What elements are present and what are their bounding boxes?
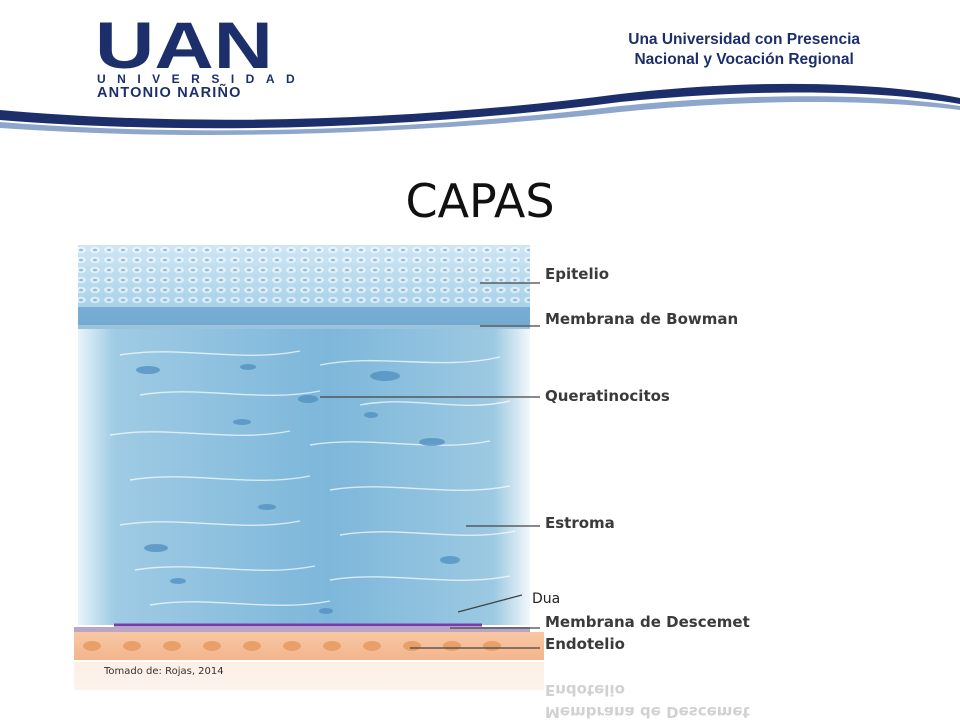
epithelium-cells xyxy=(78,245,530,303)
label-epitelio: Epitelio xyxy=(545,265,609,283)
label-endotelio: Endotelio xyxy=(545,635,625,653)
label-descemet-reflection: Membrana de Descemet xyxy=(545,703,750,720)
label-membrana-descemet: Membrana de Descemet xyxy=(545,613,750,631)
label-reflection: Endotelio Membrana de Descemet xyxy=(545,681,750,720)
header-swoosh xyxy=(0,83,960,135)
label-estroma: Estroma xyxy=(545,514,615,532)
uan-logo-mark: UAN xyxy=(95,18,273,70)
slide-header: UAN UNIVERSIDAD ANTONIO NARIÑO Una Unive… xyxy=(0,0,960,135)
descemet-layer xyxy=(74,627,530,632)
stroma-fibers xyxy=(109,350,516,606)
logo-mark-text: UAN xyxy=(95,18,273,70)
tagline: Una Universidad con Presencia Nacional y… xyxy=(628,30,860,70)
image-credit: Tomado de: Rojas, 2014 xyxy=(103,666,224,677)
endothelium-layer xyxy=(74,632,544,660)
label-endotelio-reflection: Endotelio xyxy=(545,681,625,699)
slide-title: CAPAS xyxy=(405,174,555,228)
label-membrana-bowman: Membrana de Bowman xyxy=(545,310,738,328)
logo-name-text: ANTONIO NARIÑO xyxy=(97,85,242,101)
cornea-diagram-svg: Epitelio Membrana de Bowman Queratinocit… xyxy=(74,245,750,720)
label-queratinocitos: Queratinocitos xyxy=(545,387,670,405)
tagline-line-2: Nacional y Vocación Regional xyxy=(634,51,854,68)
cornea-layers-diagram: Epitelio Membrana de Bowman Queratinocit… xyxy=(60,245,890,720)
label-leader-lines xyxy=(320,282,540,649)
leader-dua xyxy=(457,594,523,613)
label-dua: Dua xyxy=(532,591,560,607)
tagline-line-1: Una Universidad con Presencia xyxy=(628,31,860,48)
reflection-fade xyxy=(74,662,544,720)
logo-university-text: UNIVERSIDAD xyxy=(97,72,307,86)
keratocytes xyxy=(136,364,460,614)
bowman-layer xyxy=(78,307,530,329)
uan-logo: UAN UNIVERSIDAD ANTONIO NARIÑO xyxy=(95,18,295,101)
